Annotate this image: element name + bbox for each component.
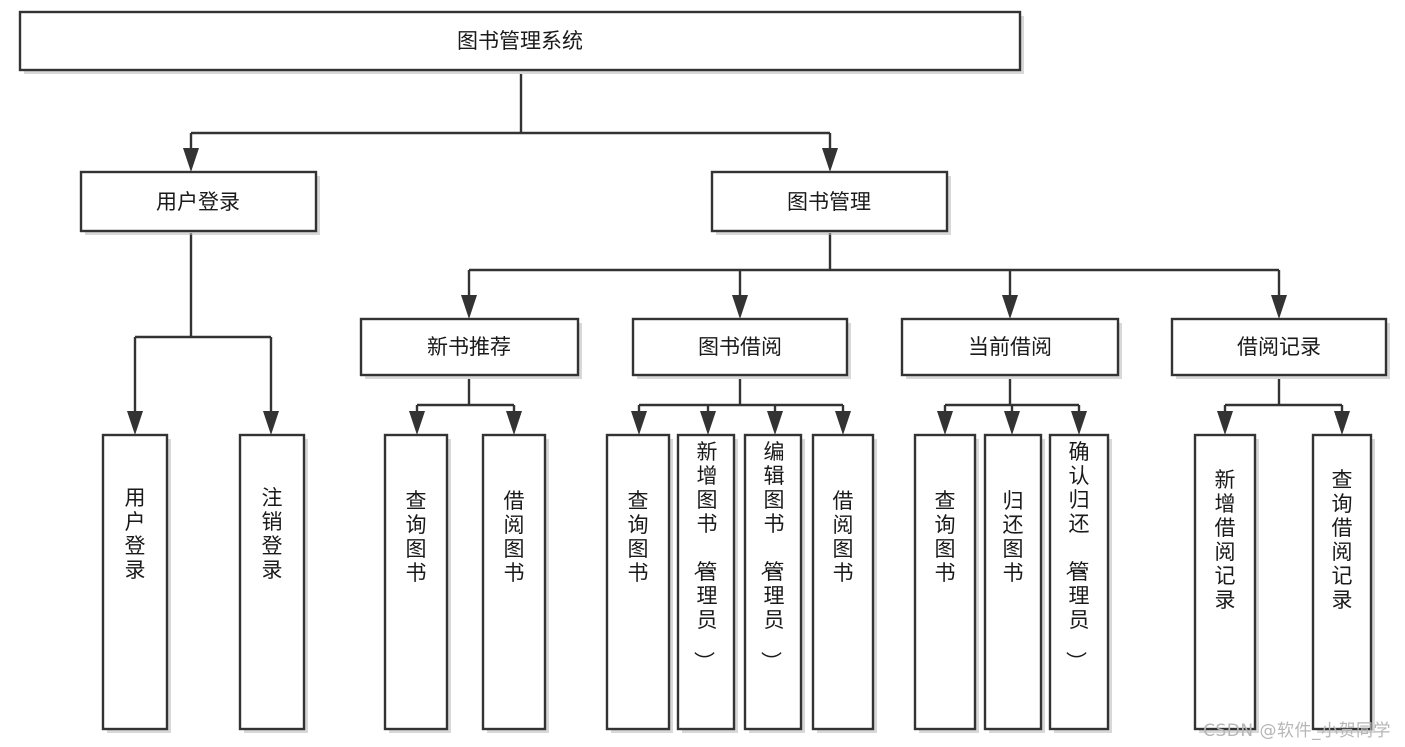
leaf-add-book-box [676, 433, 736, 731]
arrowhead-book-borrow [732, 295, 748, 319]
arrowhead-leaf-add-record [1217, 411, 1233, 435]
leaf-edit-book-label: 编辑图书（管理员） [759, 440, 785, 672]
node-borrow-record[interactable]: 借阅记录 [1170, 317, 1390, 379]
arrowhead-leaf-user-login [127, 411, 143, 435]
arrowhead-leaf-confirm-return [1071, 411, 1087, 435]
node-leaf-return-book[interactable]: 归还图书 [983, 433, 1045, 733]
new-book-label: 新书推荐 [427, 335, 511, 359]
arrowhead-leaf-query-book-2 [631, 411, 647, 435]
borrow-record-label: 借阅记录 [1237, 335, 1321, 359]
node-book-manage[interactable]: 图书管理 [710, 170, 951, 235]
user-login-label: 用户登录 [156, 190, 240, 214]
root-box [18, 10, 1022, 72]
leaf-add-record-label: 新增借阅记录 [1215, 468, 1236, 612]
node-leaf-query-book-3[interactable]: 查询图书 [913, 433, 979, 733]
leaf-query-book-1-box [383, 433, 449, 731]
leaf-user-logout-label: 注销登录 [262, 486, 283, 582]
leaf-borrow-book-2-box [811, 433, 875, 731]
arrowhead-leaf-add-book [700, 411, 716, 435]
leaf-user-login-box [101, 433, 169, 731]
user-login-box [79, 170, 318, 233]
leaf-user-login-label: 用户登录 [125, 486, 146, 582]
node-user-login[interactable]: 用户登录 [79, 170, 320, 235]
leaf-confirm-return-box [1048, 433, 1110, 731]
node-leaf-borrow-book-1[interactable]: 借阅图书 [481, 433, 549, 733]
arrowhead-leaf-query-book-3 [937, 411, 953, 435]
arrowhead-leaf-borrow-book-2 [835, 411, 851, 435]
node-leaf-borrow-book-2[interactable]: 借阅图书 [811, 433, 877, 733]
node-leaf-query-book-1[interactable]: 查询图书 [383, 433, 451, 733]
leaf-query-book-3-label: 查询图书 [935, 489, 956, 585]
leaf-query-record-label: 查询借阅记录 [1332, 468, 1353, 612]
leaf-return-book-box [983, 433, 1043, 731]
arrowhead-leaf-query-book-1 [409, 411, 425, 435]
leaf-query-book-2-label: 查询图书 [628, 489, 649, 585]
csdn-watermark: CSDN @软件_小贺同学 [1203, 721, 1391, 741]
arrowhead-leaf-user-logout [263, 411, 279, 435]
leaf-user-logout-box [238, 433, 306, 731]
book-borrow-box [631, 317, 849, 377]
node-leaf-add-record[interactable]: 新增借阅记录 [1193, 433, 1259, 733]
new-book-box [359, 317, 580, 377]
book-manage-box [710, 170, 949, 233]
arrowhead-borrow-record [1271, 295, 1287, 319]
arrowhead-leaf-borrow-book-1 [506, 411, 522, 435]
leaf-add-book-label: 新增图书（管理员） [692, 440, 718, 672]
leaf-query-book-2-box [605, 433, 671, 731]
node-leaf-user-logout[interactable]: 注销登录 [238, 433, 308, 733]
leaf-edit-book-box [743, 433, 803, 731]
arrowhead-book-manage [822, 148, 838, 172]
node-leaf-confirm-return[interactable]: 确认归还（管理员） [1048, 433, 1112, 733]
node-current-borrow[interactable]: 当前借阅 [900, 317, 1122, 379]
node-leaf-edit-book[interactable]: 编辑图书（管理员） [743, 433, 805, 733]
leaf-borrow-book-2-label: 借阅图书 [833, 489, 854, 585]
leaf-query-record-box [1311, 433, 1373, 731]
leaf-query-book-3-box [913, 433, 977, 731]
root-label: 图书管理系统 [457, 29, 583, 53]
borrow-record-box [1170, 317, 1388, 377]
connector-layer [127, 74, 1350, 435]
node-new-book-recommend[interactable]: 新书推荐 [359, 317, 582, 379]
leaf-borrow-book-1-label: 借阅图书 [504, 489, 525, 585]
node-root-system[interactable]: 图书管理系统 [18, 10, 1024, 74]
node-book-borrow[interactable]: 图书借阅 [631, 317, 851, 379]
node-leaf-query-book-2[interactable]: 查询图书 [605, 433, 673, 733]
arrowhead-leaf-query-record [1334, 411, 1350, 435]
leaf-add-record-box [1193, 433, 1257, 731]
leaf-confirm-return-label: 确认归还（管理员） [1064, 440, 1090, 672]
node-leaf-add-book[interactable]: 新增图书（管理员） [676, 433, 738, 733]
current-borrow-box [900, 317, 1120, 377]
leaf-borrow-book-1-box [481, 433, 547, 731]
arrowhead-user-login [183, 148, 199, 172]
book-borrow-label: 图书借阅 [698, 335, 782, 359]
arrowhead-leaf-edit-book [767, 411, 783, 435]
arrowhead-new-book-recommend [461, 295, 477, 319]
leaf-return-book-label: 归还图书 [1003, 489, 1024, 585]
book-manage-label: 图书管理 [787, 190, 871, 214]
arrowhead-current-borrow [1002, 295, 1018, 319]
arrowhead-leaf-return-book [1004, 411, 1020, 435]
current-borrow-label: 当前借阅 [968, 335, 1052, 359]
node-leaf-user-login[interactable]: 用户登录 [101, 433, 171, 733]
node-leaf-query-record[interactable]: 查询借阅记录 [1311, 433, 1375, 733]
leaf-query-book-1-label: 查询图书 [406, 489, 427, 585]
